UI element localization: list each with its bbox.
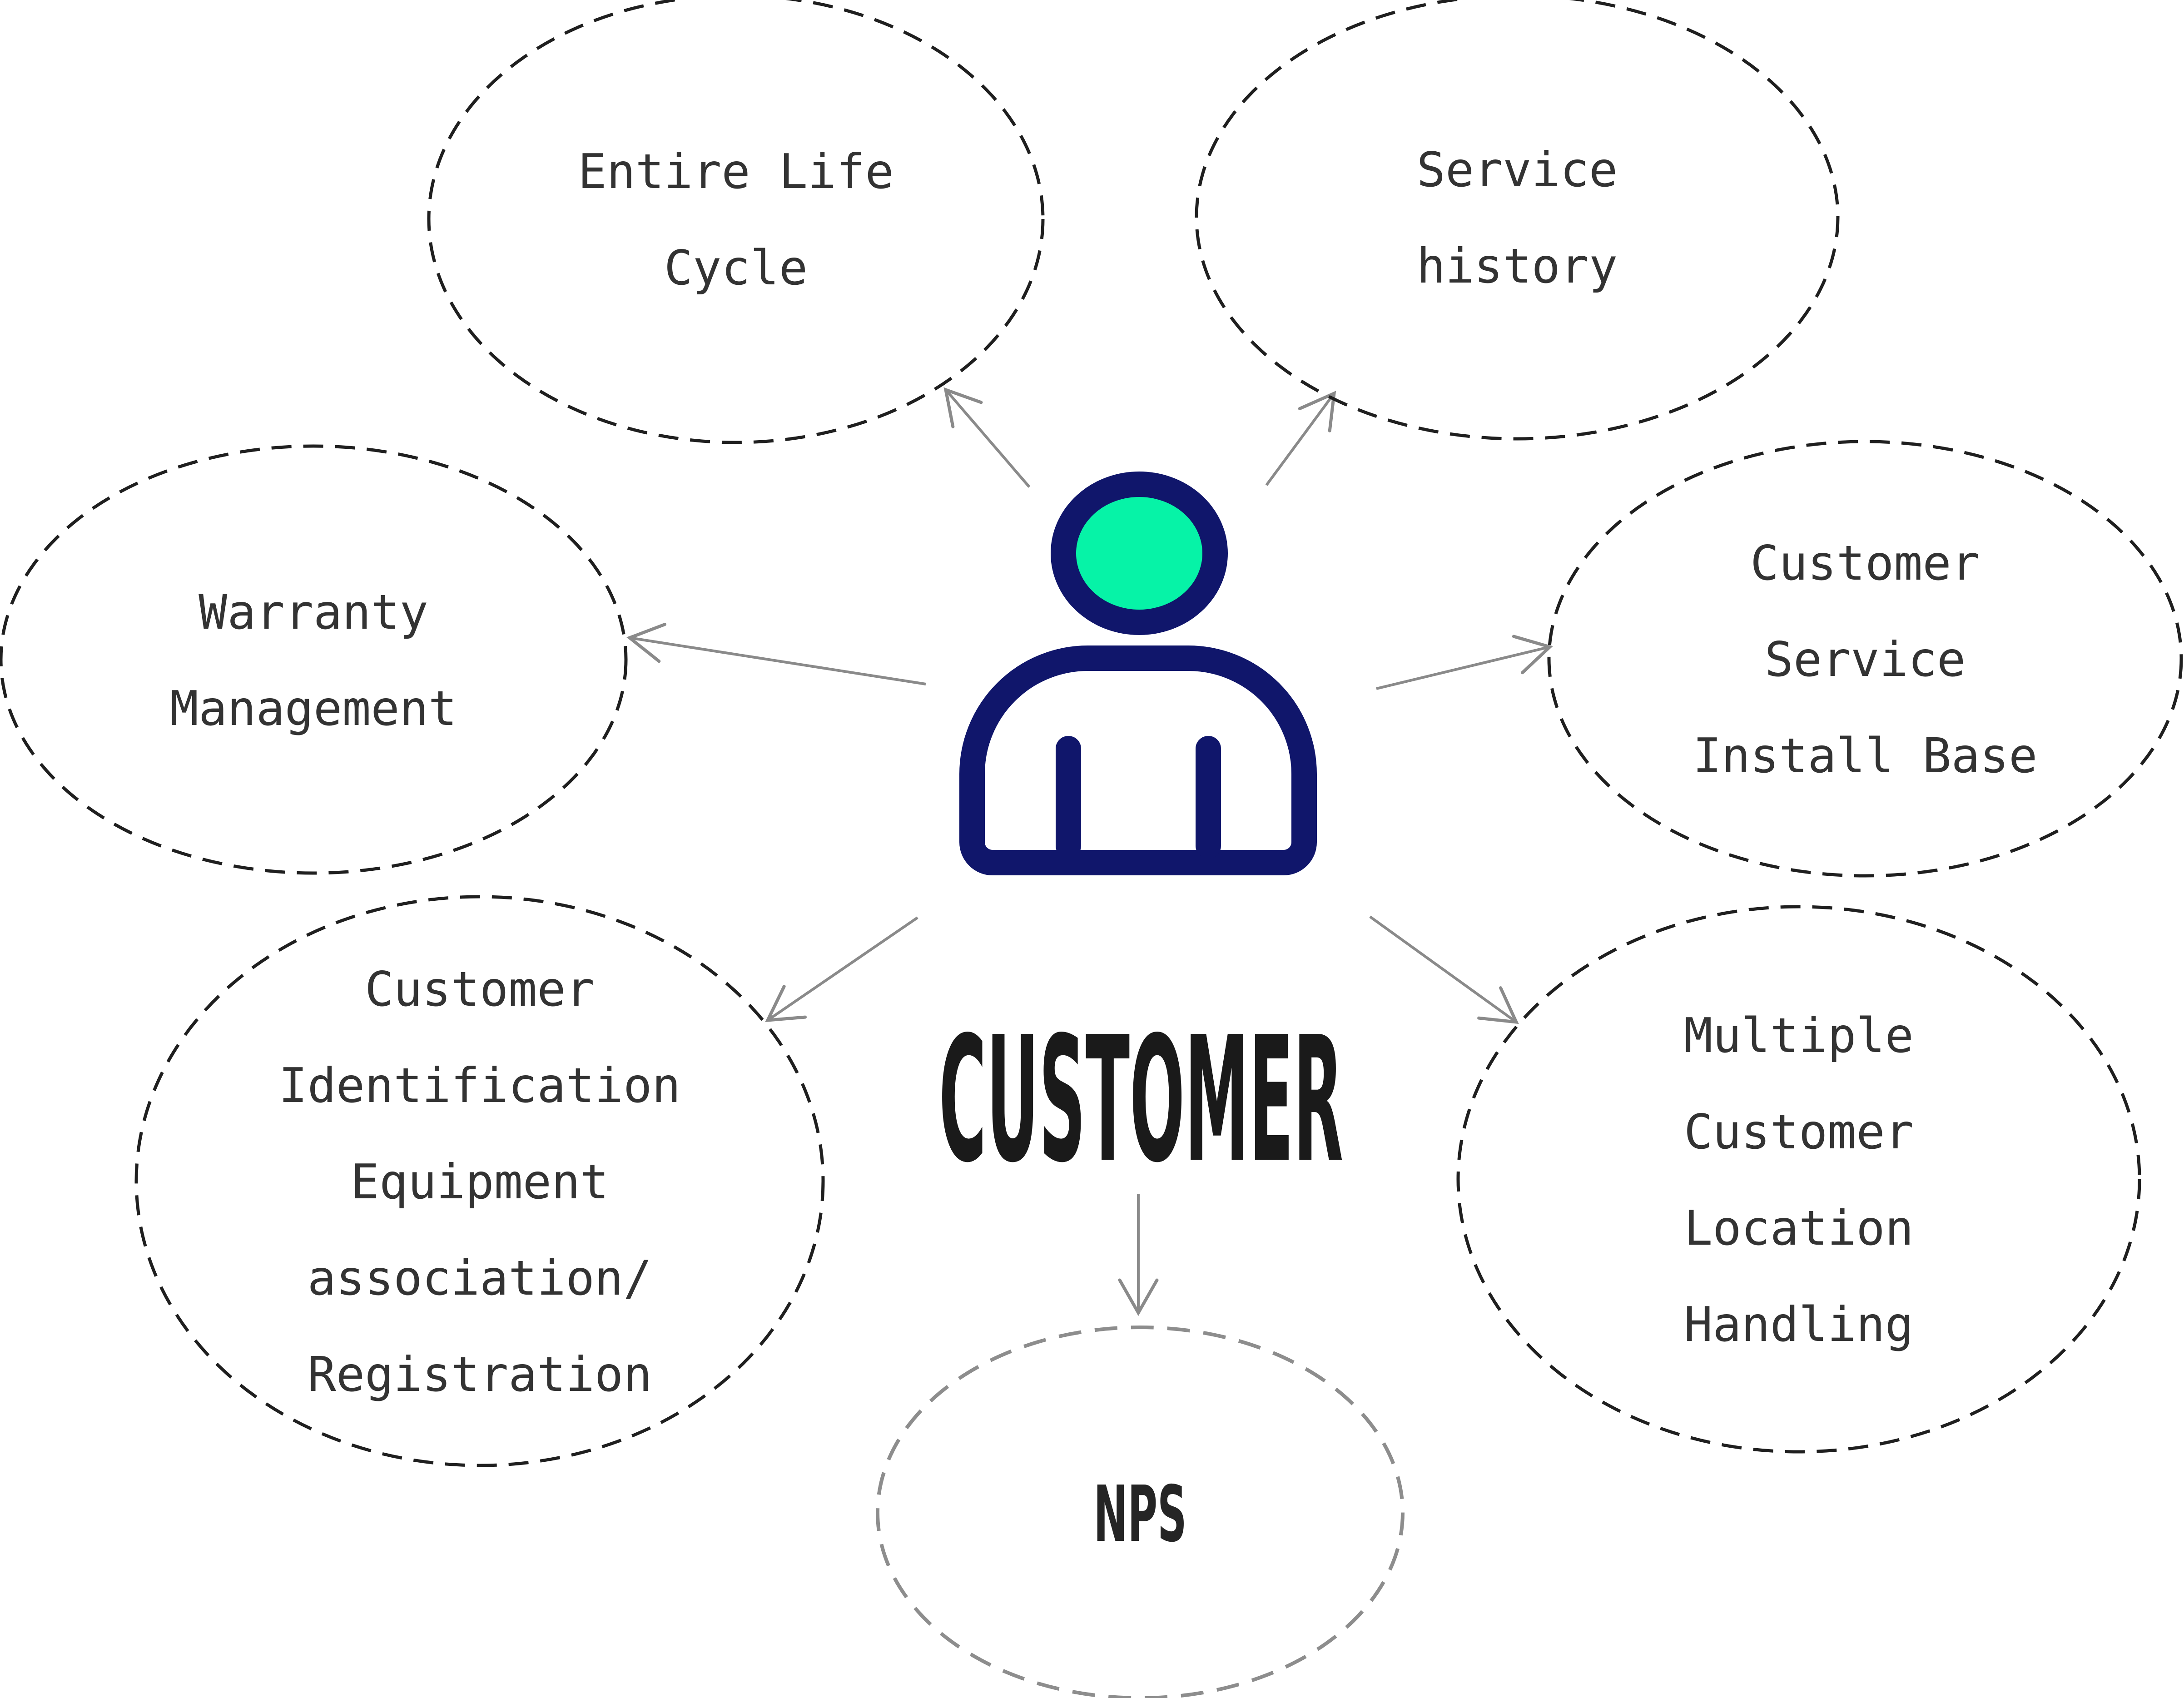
node-label-line: Cycle	[664, 240, 808, 296]
node-label-line: Warranty	[199, 585, 428, 640]
node-customer-identification: Customer Identification Equipment associ…	[134, 895, 825, 1467]
node-label-line: Management	[170, 681, 457, 736]
arrow-to-service-history	[1265, 391, 1336, 486]
arrows	[626, 387, 1553, 1316]
node-label-line: Equipment	[351, 1154, 609, 1210]
node-ellipse	[1195, 0, 1840, 441]
node-entire-life-cycle: Entire Life Cycle	[427, 0, 1045, 444]
node-label-line: history	[1417, 238, 1618, 294]
node-nps: NPS	[876, 1326, 1405, 1698]
arrow-to-customer-identification	[765, 916, 918, 1022]
node-ellipse	[0, 444, 628, 875]
node-ellipse	[1547, 440, 2183, 878]
node-ellipse	[876, 1326, 1405, 1698]
arrow-to-customer-service-install-base	[1376, 635, 1553, 690]
node-label-line: Registration	[308, 1347, 652, 1402]
node-customer-service-install-base: Customer Service Install Base	[1547, 440, 2183, 878]
node-label-line: Identification	[278, 1058, 680, 1113]
node-warranty-management: Warranty Management	[0, 444, 628, 875]
arrow-to-warranty-management	[626, 623, 926, 685]
node-label-line: association/	[308, 1251, 652, 1306]
node-label-line: Handling	[1684, 1297, 1914, 1352]
person-head	[1051, 472, 1228, 635]
node-label-line: Location	[1684, 1201, 1914, 1256]
node-ellipse	[134, 895, 825, 1467]
person-icon	[959, 472, 1317, 875]
node-label-line: Service	[1417, 142, 1618, 198]
node-label-line: Entire Life	[578, 144, 893, 199]
node-label-line: NPS	[1094, 1470, 1187, 1559]
node-service-history: Service history	[1195, 0, 1840, 441]
person-body	[959, 645, 1317, 875]
node-multiple-customer-location-handling: Multiple Customer Location Handling	[1456, 905, 2141, 1454]
node-ellipse	[1456, 905, 2141, 1454]
page-title: CUSTOMER	[939, 999, 1343, 1201]
arrow-to-multiple-customer-location	[1369, 915, 1519, 1024]
node-label-line: Customer	[1750, 536, 1980, 591]
arrow-to-entire-life-cycle	[943, 387, 1031, 488]
node-label-line: Customer	[365, 962, 595, 1017]
node-ellipse	[427, 0, 1045, 444]
node-label-line: Customer	[1684, 1104, 1914, 1160]
node-label-line: Service	[1765, 632, 1966, 687]
node-label-line: Install Base	[1693, 728, 2038, 784]
node-label-line: Multiple	[1684, 1008, 1914, 1063]
